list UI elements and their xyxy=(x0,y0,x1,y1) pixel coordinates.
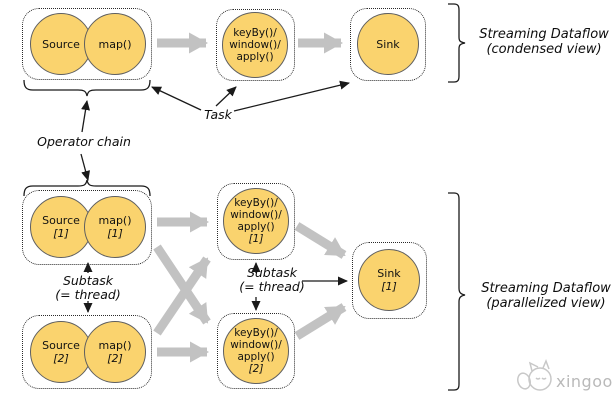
condensed-keyby-line3: apply() xyxy=(236,51,274,63)
parallel-map1-node: map() [1] xyxy=(84,196,146,258)
parallel-source2-index: [2] xyxy=(53,352,69,365)
parallel-map1-index: [1] xyxy=(107,227,123,240)
operator-chain-arrow-down xyxy=(80,153,91,181)
parallel-source2-node: Source [2] xyxy=(30,321,92,383)
parallel-keyby2-node: keyBy()/ window()/ apply() [2] xyxy=(223,318,289,384)
condensed-keyby-node: keyBy()/ window()/ apply() xyxy=(222,12,288,78)
bracket-condensed-view xyxy=(448,3,466,83)
parallel-keyby2-line2: window()/ xyxy=(230,339,282,351)
parallel-sink1-node: Sink [1] xyxy=(358,249,420,311)
condensed-source-node: Source xyxy=(30,13,92,75)
condensed-operator-chain-box xyxy=(22,8,152,80)
task-arrow-to-sink xyxy=(233,80,350,112)
condensed-caption-line2: (condensed view) xyxy=(486,42,602,57)
parallel-keyby2-index: [2] xyxy=(248,363,264,375)
underbrace-condensed-chain xyxy=(23,79,151,97)
parallel-map1-label: map() xyxy=(98,214,132,227)
condensed-sink-box xyxy=(350,8,426,81)
task-label: Task xyxy=(204,107,232,122)
condensed-sink-label: Sink xyxy=(376,37,400,51)
parallel-keyby1-node: keyBy()/ window()/ apply() [1] xyxy=(223,188,289,254)
subtask-mid-label: Subtask (= thread) xyxy=(217,266,327,294)
subtask-left-label: Subtask (= thread) xyxy=(33,274,143,302)
bracket-parallelized-view xyxy=(448,192,466,391)
parallel-map2-label: map() xyxy=(98,339,132,352)
parallel-source1-index: [1] xyxy=(53,227,69,240)
parallel-chain2-box xyxy=(22,315,152,389)
subtask-left-line2: (= thread) xyxy=(55,287,121,302)
condensed-keyby-line1: keyBy()/ xyxy=(233,27,277,39)
parallel-sink1-box xyxy=(352,242,427,319)
operator-chain-arrow-up xyxy=(81,100,91,133)
parallel-keyby2-line1: keyBy()/ xyxy=(234,327,278,339)
parallel-source1-label: Source xyxy=(42,214,80,227)
subtask-mid-line1: Subtask xyxy=(246,265,298,280)
parallel-caption-line1: Streaming Dataflow xyxy=(481,281,611,296)
parallel-sink1-index: [1] xyxy=(381,280,397,293)
parallel-map2-index: [2] xyxy=(107,352,123,365)
watermark-text: xingoo xyxy=(556,372,613,391)
operator-chain-label: Operator chain xyxy=(37,134,131,149)
condensed-keyby-line2: window()/ xyxy=(229,39,281,51)
flow-arrow-chain2-to-keyby1 xyxy=(153,256,211,336)
task-arrow-to-keyby xyxy=(215,86,237,107)
condensed-view-caption: Streaming Dataflow (condensed view) xyxy=(476,27,612,57)
parallel-keyby1-box xyxy=(217,183,295,260)
parallel-caption-line2: (parallelized view) xyxy=(486,296,606,311)
condensed-caption-line1: Streaming Dataflow xyxy=(479,27,609,42)
subtask-left-line1: Subtask xyxy=(62,273,114,288)
parallel-sink1-label: Sink xyxy=(377,267,401,280)
parallel-keyby1-index: [1] xyxy=(248,233,264,245)
parallel-keyby1-line1: keyBy()/ xyxy=(234,197,278,209)
xingoo-logo-icon xyxy=(517,358,552,391)
parallel-keyby2-box xyxy=(217,313,295,389)
subtask-mid-line2: (= thread) xyxy=(239,279,305,294)
parallel-keyby2-line3: apply() xyxy=(237,351,275,363)
condensed-map-node: map() xyxy=(84,13,146,75)
task-arrow-to-chain xyxy=(151,86,202,111)
condensed-keyby-box xyxy=(216,9,295,81)
condensed-sink-node: Sink xyxy=(357,13,419,75)
parallel-source2-label: Source xyxy=(42,339,80,352)
flow-arrow-keyby2-to-sink1 xyxy=(294,303,347,340)
condensed-source-label: Source xyxy=(42,37,80,51)
parallel-keyby1-line3: apply() xyxy=(237,221,275,233)
condensed-map-label: map() xyxy=(98,37,132,51)
flow-arrow-keyby1-to-sink1 xyxy=(294,222,347,259)
parallel-chain1-box xyxy=(22,190,152,265)
parallel-keyby1-line2: window()/ xyxy=(230,209,282,221)
parallel-source1-node: Source [1] xyxy=(30,196,92,258)
parallelized-view-caption: Streaming Dataflow (parallelized view) xyxy=(476,281,613,311)
parallel-map2-node: map() [2] xyxy=(84,321,146,383)
flow-arrow-chain1-to-keyby2 xyxy=(153,244,211,325)
